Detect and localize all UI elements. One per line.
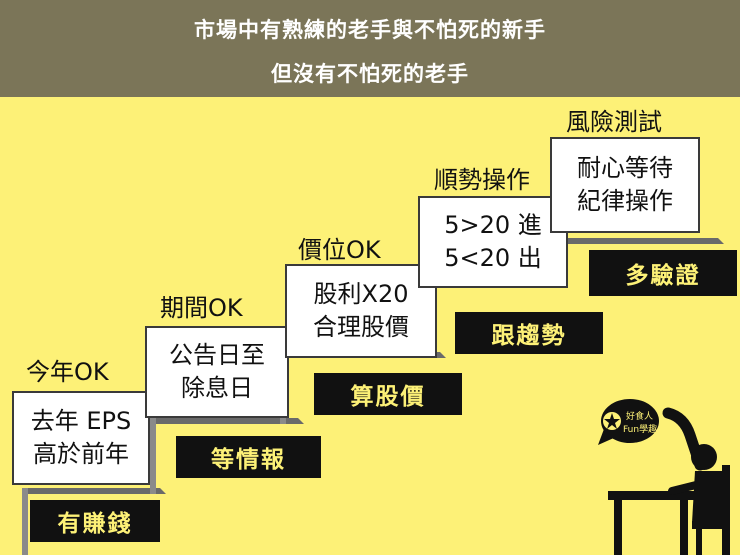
desk-top [608,491,696,500]
speech-bubble-icon [598,399,659,445]
person-body [692,471,728,523]
banner-line-2: 但沒有不怕死的老手 [271,62,469,86]
stair-riser-1 [22,488,28,555]
step-3-box: 股利X20 合理股價 [285,264,437,358]
person-head [691,444,717,470]
stair-tread-1 [22,488,166,494]
header-banner: 市場中有熟練的老手與不怕死的新手 但沒有不怕死的老手 [0,0,740,97]
step-2-box-line-1: 公告日至 [169,341,265,369]
step-4-box-line-2: 5<20 出 [444,244,542,272]
chair-leg [696,529,702,555]
step-3-label: 價位OK [298,236,381,264]
step-4-box: 5>20 進 5<20 出 [418,196,568,288]
step-5-box-line-2: 紀律操作 [577,187,673,215]
step-5-box: 耐心等待 紀律操作 [550,137,700,233]
desk-leg-right [680,500,688,555]
step-2-label: 期間OK [160,294,243,322]
banner-line-1: 市場中有熟練的老手與不怕死的新手 [194,18,546,42]
step-1-box-line-1: 去年 EPS [30,407,132,435]
desk-arm [668,481,700,495]
step-2-box-line-2: 除息日 [181,374,253,402]
step-2-result: 等情報 [176,436,321,478]
stair-riser-2 [150,418,156,494]
step-2-box: 公告日至 除息日 [145,326,289,418]
stair-tread-5 [545,238,724,244]
person-at-desk-illustration [608,407,730,555]
step-4-box-line-1: 5>20 進 [444,211,542,239]
step-1-box: 去年 EPS 高於前年 [12,391,150,485]
step-5-label: 風險測試 [566,108,662,136]
step-5-result: 多驗證 [589,250,737,296]
desk-leg-left [614,500,622,555]
stair-tread-2 [150,418,304,424]
step-1-label: 今年OK [26,358,109,386]
step-3-result: 算股價 [314,373,462,415]
step-5-box-line-1: 耐心等待 [577,154,673,182]
chair-seat [692,521,730,529]
step-3-box-line-1: 股利X20 [313,280,409,308]
step-3-box-line-2: 合理股價 [313,313,409,341]
raised-arm [662,407,706,471]
step-1-box-line-2: 高於前年 [33,440,129,468]
logo-text-2: Fun學趣 [623,425,658,435]
brand-logo: 好食人 Fun學趣 [596,397,660,449]
chair-back [722,465,730,555]
step-4-result: 跟趨勢 [455,312,603,354]
logo-text-1: 好食人 [626,412,654,422]
step-4-label: 順勢操作 [434,166,530,194]
step-1-result: 有賺錢 [30,500,160,542]
